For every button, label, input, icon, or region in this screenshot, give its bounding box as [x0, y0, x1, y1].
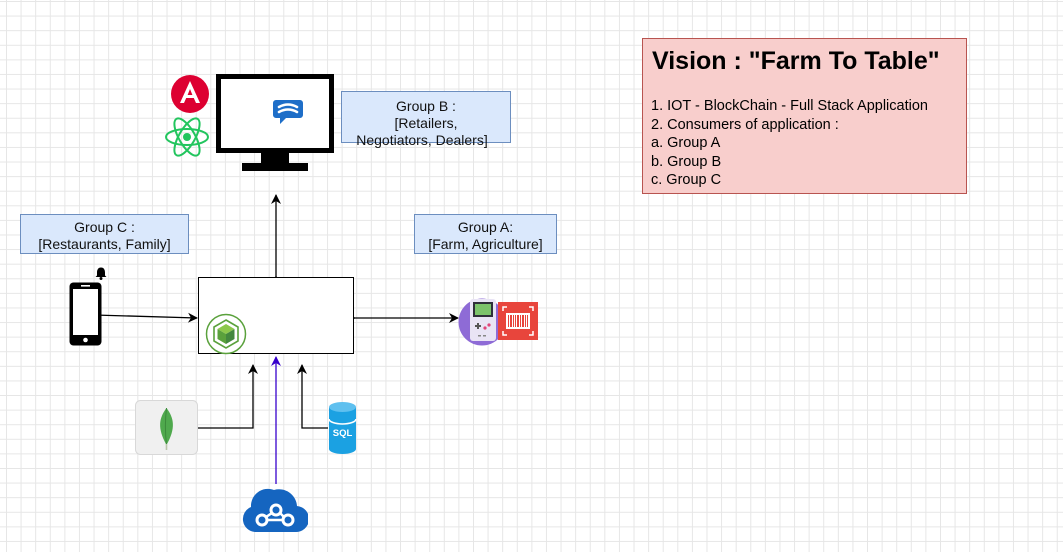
vision-line: 1. IOT - BlockChain - Full Stack Applica… [651, 98, 928, 114]
group-a-label: Group A: [Farm, Agriculture] [414, 214, 557, 254]
group-b-title: Group B : [396, 98, 456, 114]
app-logo-icon [273, 100, 303, 124]
group-c-members: [Restaurants, Family] [38, 236, 171, 252]
mobile-phone-icon [69, 282, 102, 346]
group-b-members: [Retailers, [394, 115, 458, 131]
group-c-label: Group C : [Restaurants, Family] [20, 214, 189, 254]
group-a-title: Group A: [457, 219, 514, 235]
vision-line: a. Group A [651, 135, 721, 151]
mongodb-icon [135, 400, 198, 455]
blockchain-cloud-icon [242, 488, 308, 533]
arrow-mongodb-server [198, 364, 258, 429]
nodejs-icon [205, 313, 247, 355]
group-a-members: [Farm, Agriculture] [428, 236, 543, 252]
vision-list: 1. IOT - BlockChain - Full Stack Applica… [651, 97, 928, 190]
vision-line: 2. Consumers of application : [651, 116, 839, 133]
barcode-icon [498, 302, 538, 340]
group-c-title: Group C : [74, 219, 135, 235]
arrow-sql-server [297, 364, 328, 429]
sql-label: SQL [333, 428, 353, 439]
group-b-label: Group B : [Retailers, Negotiators, Deale… [341, 91, 511, 148]
vision-line: c. Group C [651, 172, 722, 188]
sql-database-icon: SQL [328, 402, 357, 454]
bell-icon [95, 267, 107, 280]
monitor-icon [216, 74, 334, 171]
arrow-mobile-server [84, 309, 198, 323]
vision-line: b. Group B [651, 153, 722, 170]
vision-title: Vision : "Farm To Table" [652, 47, 940, 75]
group-b-members-2: Negotiators, Dealers] [356, 132, 488, 148]
react-icon [165, 117, 209, 157]
vision-note: Vision : "Farm To Table" 1. IOT - BlockC… [642, 38, 967, 194]
iot-device-icon [458, 298, 506, 346]
angular-icon [171, 75, 209, 113]
